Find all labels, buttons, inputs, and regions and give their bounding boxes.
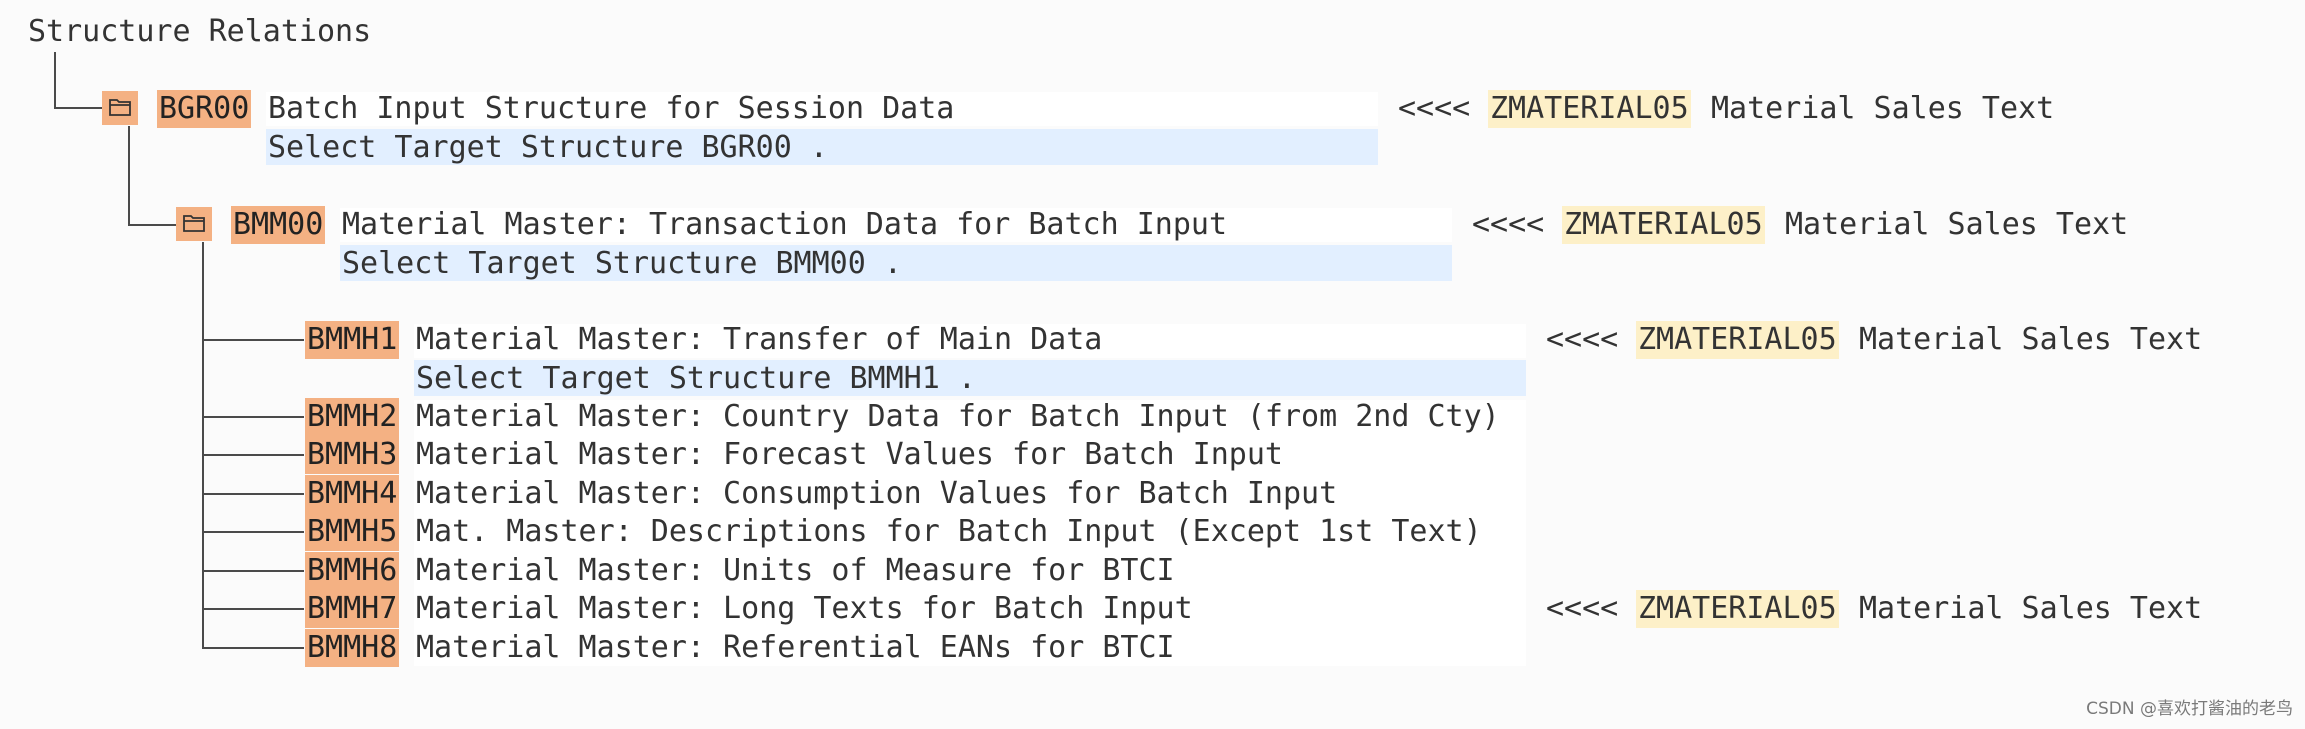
folder-icon[interactable] bbox=[102, 91, 138, 125]
tree-line bbox=[128, 126, 130, 226]
select-target-background bbox=[414, 360, 1526, 396]
rows-background bbox=[414, 400, 1526, 666]
tree-line bbox=[54, 52, 56, 108]
structure-code[interactable]: BMMH7 bbox=[305, 590, 400, 628]
select-target-background bbox=[340, 245, 1452, 281]
structure-description: Material Master: Long Texts for Batch In… bbox=[416, 591, 1193, 626]
tree-line bbox=[202, 242, 204, 648]
tree-line bbox=[54, 107, 102, 109]
structure-code[interactable]: BMM00 bbox=[231, 206, 326, 244]
source-structure-text: Material Sales Text bbox=[1859, 322, 2203, 357]
tree-line bbox=[202, 647, 304, 649]
source-structure-name[interactable]: ZMATERIAL05 bbox=[1488, 90, 1691, 128]
source-structure-text: Material Sales Text bbox=[1859, 591, 2203, 626]
select-target-link[interactable]: Select Target Structure BMM00 . bbox=[342, 246, 902, 281]
structure-code[interactable]: BMMH5 bbox=[305, 513, 400, 551]
source-structure-name[interactable]: ZMATERIAL05 bbox=[1636, 321, 1839, 359]
select-target-background bbox=[266, 129, 1378, 165]
tree-line bbox=[202, 339, 304, 341]
structure-code[interactable]: BGR00 bbox=[157, 90, 252, 128]
structure-code[interactable]: BMMH2 bbox=[305, 398, 400, 436]
page-title: Structure Relations bbox=[28, 14, 372, 49]
tree-line bbox=[202, 416, 304, 418]
tree-line bbox=[202, 608, 304, 610]
structure-description: Material Master: Country Data for Batch … bbox=[416, 399, 1500, 434]
tree-line bbox=[128, 224, 176, 226]
tree-line bbox=[202, 531, 304, 533]
mapping-arrows: <<<< bbox=[1472, 207, 1545, 242]
structure-code[interactable]: BMMH1 bbox=[305, 321, 400, 359]
structure-description: Batch Input Structure for Session Data bbox=[268, 91, 955, 126]
tree-line bbox=[202, 493, 304, 495]
row-background bbox=[266, 92, 1378, 126]
mapping-arrows: <<<< bbox=[1546, 591, 1619, 626]
row-background bbox=[414, 324, 1526, 358]
structure-description: Material Master: Referential EANs for BT… bbox=[416, 630, 1175, 665]
folder-icon[interactable] bbox=[176, 207, 212, 241]
tree-line bbox=[202, 570, 304, 572]
source-structure-text: Material Sales Text bbox=[1711, 91, 2055, 126]
tree-line bbox=[202, 454, 304, 456]
mapping-arrows: <<<< bbox=[1546, 322, 1619, 357]
structure-description: Material Master: Consumption Values for … bbox=[416, 476, 1338, 511]
structure-code[interactable]: BMMH4 bbox=[305, 475, 400, 513]
structure-description: Mat. Master: Descriptions for Batch Inpu… bbox=[416, 514, 1482, 549]
structure-description: Material Master: Forecast Values for Bat… bbox=[416, 437, 1283, 472]
watermark: CSDN @喜欢打酱油的老鸟 bbox=[2086, 699, 2293, 719]
structure-code[interactable]: BMMH3 bbox=[305, 436, 400, 474]
source-structure-name[interactable]: ZMATERIAL05 bbox=[1562, 206, 1765, 244]
source-structure-name[interactable]: ZMATERIAL05 bbox=[1636, 590, 1839, 628]
row-background bbox=[340, 208, 1452, 242]
select-target-link[interactable]: Select Target Structure BGR00 . bbox=[268, 130, 828, 165]
structure-code[interactable]: BMMH6 bbox=[305, 552, 400, 590]
structure-description: Material Master: Transfer of Main Data bbox=[416, 322, 1103, 357]
mapping-arrows: <<<< bbox=[1398, 91, 1471, 126]
structure-description: Material Master: Units of Measure for BT… bbox=[416, 553, 1175, 588]
structure-description: Material Master: Transaction Data for Ba… bbox=[342, 207, 1228, 242]
select-target-link[interactable]: Select Target Structure BMMH1 . bbox=[416, 361, 976, 396]
source-structure-text: Material Sales Text bbox=[1785, 207, 2129, 242]
structure-code[interactable]: BMMH8 bbox=[305, 629, 400, 667]
